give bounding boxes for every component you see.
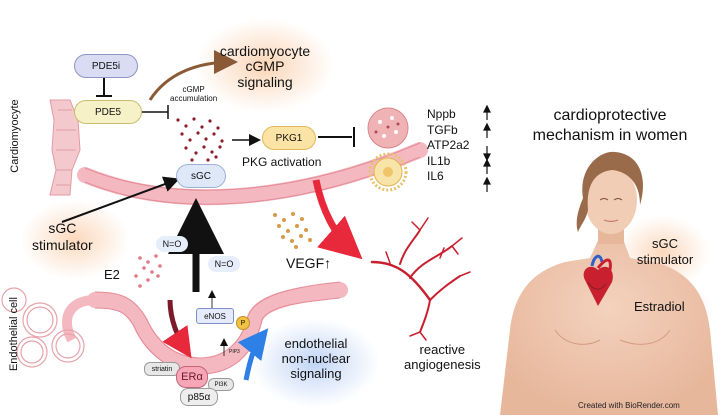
pde5i-label: PDE5i [91, 60, 121, 72]
no-badge-1: N=O [156, 236, 188, 252]
endothelial-signaling-label: endothelial non-nuclear signaling [281, 336, 351, 381]
enos-node: eNOS [196, 308, 234, 324]
heart-icon [583, 254, 613, 306]
phosphate-node: P [236, 316, 250, 330]
vegf-dots [273, 212, 312, 249]
vegf-label: VEGF↑ [286, 255, 332, 271]
cardiomyocyte-membrane [77, 142, 428, 206]
sgc-stimulator-right-label: sGC stimulator [636, 236, 694, 267]
gene-list: Nppb TGFb ATP2a2 IL1b IL6 [427, 107, 469, 185]
era-node: ERα [176, 366, 208, 388]
sgc-label: sGC [191, 170, 211, 182]
cgmp-signaling-label: cardiomyocyte cGMP signaling [219, 43, 311, 90]
p85-node: p85α [180, 388, 218, 406]
cgmp-accumulation-label: cGMP accumulation [170, 85, 218, 103]
cardioprotective-title: cardioprotective mechanism in women [532, 107, 688, 144]
gene-tgfb: TGFb [427, 122, 458, 137]
gene-atp2a2: ATP2a2 [427, 138, 470, 152]
estradiol-label: Estradiol [634, 299, 685, 314]
sgc-node: sGC [176, 164, 226, 188]
pde5-node: PDE5 [74, 100, 142, 124]
striatin-node: striatin [144, 362, 180, 376]
side-label-cardiomyocyte: Cardiomyocyte [8, 99, 21, 173]
side-label-endothelial: Endothelial cell [7, 297, 20, 372]
angiogenesis-vessels [370, 217, 471, 341]
gene-il1b: IL1b [427, 153, 451, 168]
gene-il6: IL6 [427, 169, 444, 183]
sgc-stimulator-left-label: sGC stimulator [32, 220, 93, 253]
pde5i-node: PDE5i [74, 54, 138, 78]
pkg-activation-label: PKG activation [242, 155, 322, 169]
e2-label: E2 [104, 267, 120, 282]
pkg1-node: PKG1 [262, 126, 316, 150]
vessel-circles [1, 287, 85, 368]
biorender-credit: Created with BioRender.com [578, 401, 680, 410]
pkg1-label: PKG1 [275, 132, 303, 144]
no-badge-2: N=O [208, 256, 240, 272]
pi3k-node: PI3K [208, 378, 234, 391]
cgmp-dots [176, 117, 224, 162]
endothelial-membrane [87, 282, 348, 375]
inflammatory-cell-icon [368, 152, 408, 192]
gene-arrows [483, 104, 491, 192]
pip3-label: PIP3 [229, 349, 240, 355]
fibrosis-icon [367, 107, 409, 149]
e2-dots [134, 254, 162, 288]
reactive-angiogenesis-label: reactive angiogenesis [404, 342, 481, 372]
woman-figure [500, 151, 718, 415]
pde5-label: PDE5 [94, 106, 122, 118]
gene-nppb: Nppb [427, 107, 456, 121]
